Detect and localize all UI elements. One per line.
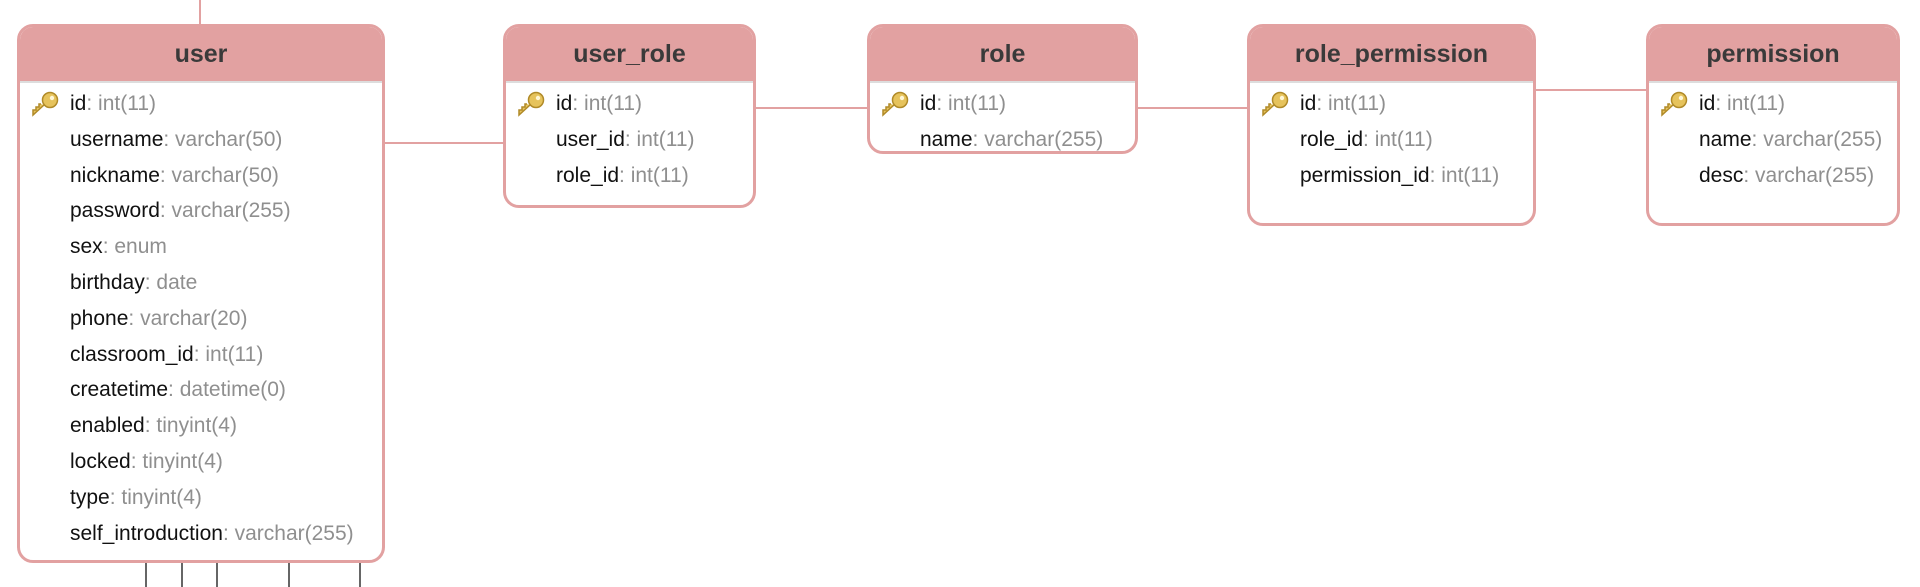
field-row[interactable]: createtime: datetime(0) [20, 372, 382, 408]
field-name: role_id [556, 163, 620, 187]
table-user[interactable]: user id: int(11) username: varchar(50) n… [17, 24, 385, 563]
field-type: : int(11) [619, 163, 689, 187]
field-list: id: int(11) username: varchar(50) nickna… [20, 86, 382, 551]
field-row[interactable]: name: varchar(255) [1649, 122, 1897, 158]
field-type: : int(11) [1715, 92, 1785, 115]
field-list: id: int(11) user_id: int(11) role_id: in… [506, 86, 753, 193]
field-row[interactable]: username: varchar(50) [20, 122, 382, 158]
field-name: sex [70, 235, 103, 259]
field-row[interactable]: id: int(11) [506, 86, 753, 122]
field-name: createtime [70, 378, 169, 402]
field-name: name [920, 127, 973, 151]
table-title: permission [1649, 27, 1897, 83]
field-type: : tinyint(4) [144, 414, 237, 438]
field-type: : int(11) [86, 92, 156, 115]
field-type: : int(11) [193, 342, 264, 366]
field-name: username [70, 127, 164, 151]
field-type: : varchar(50) [159, 163, 279, 187]
field-row[interactable]: enabled: tinyint(4) [20, 408, 382, 444]
field-row[interactable]: id: int(11) [1250, 86, 1533, 122]
field-type: : varchar(255) [972, 127, 1104, 151]
field-name: type [70, 485, 110, 509]
field-name: birthday [70, 270, 145, 294]
field-row[interactable]: user_id: int(11) [506, 122, 753, 158]
field-row[interactable]: id: int(11) [1649, 86, 1897, 122]
key-icon [516, 91, 546, 117]
field-type: : enum [102, 235, 167, 259]
field-type: : varchar(50) [163, 127, 283, 151]
field-row[interactable]: locked: tinyint(4) [20, 444, 382, 480]
field-type: : int(11) [572, 92, 642, 115]
field-name: id [1699, 92, 1716, 115]
field-name: user_id [556, 127, 625, 151]
key-icon [30, 91, 60, 117]
field-row[interactable]: birthday: date [20, 265, 382, 301]
table-role[interactable]: role id: int(11) name: varchar(255) [867, 24, 1138, 154]
key-icon [1260, 91, 1290, 117]
field-type: : tinyint(4) [109, 485, 202, 509]
field-type: : int(11) [624, 127, 695, 151]
table-permission[interactable]: permission id: int(11) name: varchar(255… [1646, 24, 1900, 226]
field-row[interactable]: self_introduction: varchar(255) [20, 516, 382, 552]
field-name: id [70, 92, 87, 115]
table-title: user [20, 27, 382, 83]
field-name: id [1300, 92, 1317, 115]
field-list: id: int(11) name: varchar(255) [870, 86, 1135, 151]
table-user_role[interactable]: user_role id: int(11) user_id: int(11) r… [503, 24, 756, 208]
field-name: phone [70, 306, 129, 330]
table-title: role_permission [1250, 27, 1533, 83]
field-row[interactable]: role_id: int(11) [506, 158, 753, 194]
field-row[interactable]: permission_id: int(11) [1250, 158, 1533, 194]
field-name: desc [1699, 163, 1744, 187]
field-row[interactable]: type: tinyint(4) [20, 480, 382, 516]
field-type: : int(11) [1363, 127, 1433, 151]
field-row[interactable]: nickname: varchar(50) [20, 158, 382, 194]
field-list: id: int(11) role_id: int(11) permission_… [1250, 86, 1533, 193]
field-row[interactable]: id: int(11) [870, 86, 1135, 122]
field-name: id [920, 92, 937, 115]
field-type: : tinyint(4) [130, 449, 223, 473]
field-name: role_id [1300, 127, 1364, 151]
field-name: locked [70, 449, 131, 473]
field-name: permission_id [1300, 163, 1430, 187]
field-name: password [70, 199, 160, 223]
field-type: : datetime(0) [168, 378, 286, 402]
field-type: : varchar(20) [128, 306, 248, 330]
field-name: id [556, 92, 573, 115]
field-type: : int(11) [936, 92, 1006, 115]
field-type: : varchar(255) [1751, 127, 1883, 151]
field-row[interactable]: role_id: int(11) [1250, 122, 1533, 158]
field-row[interactable]: id: int(11) [20, 86, 382, 122]
field-name: classroom_id [70, 342, 194, 366]
field-list: id: int(11) name: varchar(255) desc: var… [1649, 86, 1897, 193]
field-name: enabled [70, 414, 145, 438]
field-type: : varchar(255) [1743, 163, 1875, 187]
field-name: nickname [70, 163, 160, 187]
field-row[interactable]: classroom_id: int(11) [20, 337, 382, 373]
field-name: name [1699, 127, 1752, 151]
field-type: : varchar(255) [222, 521, 354, 545]
table-title: user_role [506, 27, 753, 83]
key-icon [1659, 91, 1689, 117]
field-row[interactable]: phone: varchar(20) [20, 301, 382, 337]
key-icon [880, 91, 910, 117]
field-type: : varchar(255) [159, 199, 291, 223]
field-row[interactable]: desc: varchar(255) [1649, 158, 1897, 194]
table-role_permission[interactable]: role_permission id: int(11) role_id: int… [1247, 24, 1536, 226]
field-row[interactable]: name: varchar(255) [870, 122, 1135, 151]
field-type: : int(11) [1316, 92, 1386, 115]
field-type: : int(11) [1429, 163, 1500, 187]
field-row[interactable]: sex: enum [20, 229, 382, 265]
field-type: : date [144, 270, 198, 294]
field-row[interactable]: password: varchar(255) [20, 193, 382, 229]
field-name: self_introduction [70, 521, 223, 545]
table-title: role [870, 27, 1135, 83]
